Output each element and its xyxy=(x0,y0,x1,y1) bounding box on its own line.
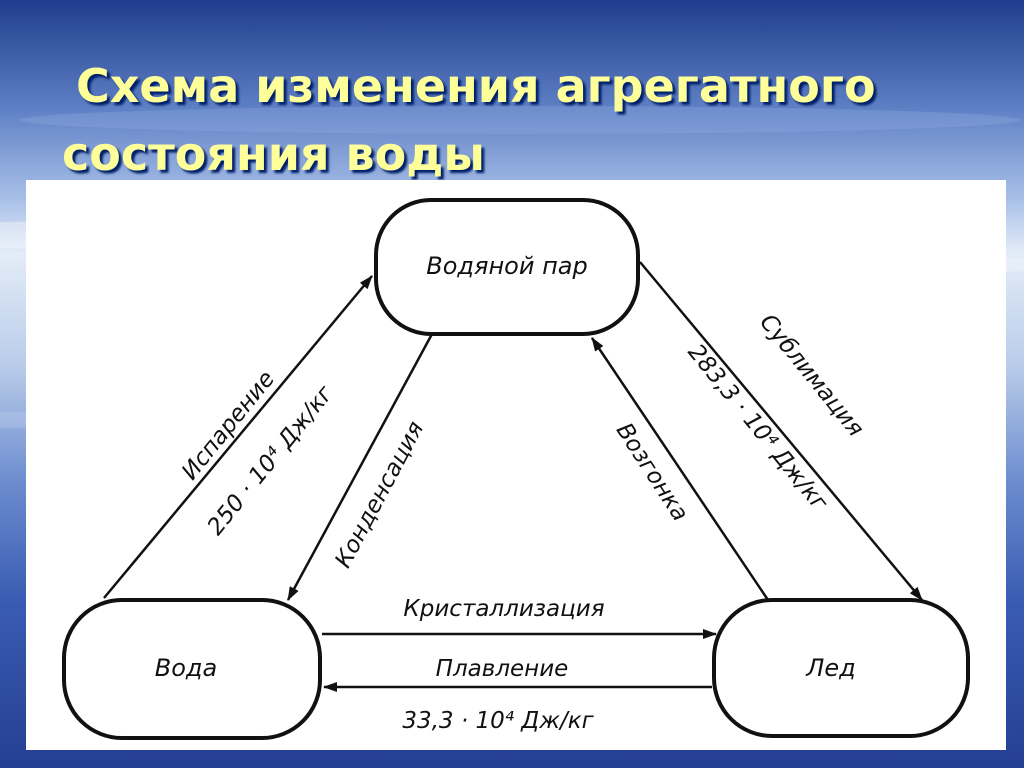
node-water: Вода xyxy=(62,598,322,740)
title-line-2: состояния воды xyxy=(62,127,485,181)
edge-crystallization-label: Кристаллизация xyxy=(403,596,604,622)
edge-melting-label: Плавление xyxy=(436,656,569,682)
node-vapor-label: Водяной пар xyxy=(426,252,587,280)
node-ice-label: Лед xyxy=(805,654,855,682)
title-line-1: Схема изменения агрегатного xyxy=(76,59,876,113)
edge-evaporation-energy: 250 · 10⁴ Дж/кг xyxy=(203,380,340,540)
edge-sublimation: Сублимация 283,3 · 10⁴ Дж/кг xyxy=(639,261,923,601)
node-water-label: Вода xyxy=(155,654,217,682)
edge-melting-energy: 33,3 · 10⁴ Дж/кг xyxy=(402,708,594,734)
edge-sublimation-label: Сублимация xyxy=(754,309,868,442)
node-ice: Лед xyxy=(712,598,970,738)
edge-crystallization: Кристаллизация xyxy=(322,596,717,639)
page-title: Схема изменения агрегатного состояния во… xyxy=(62,52,962,188)
edge-evaporation: Испарение 250 · 10⁴ Дж/кг xyxy=(103,275,373,599)
node-vapor: Водяной пар xyxy=(374,198,640,336)
edge-melting: Плавление 33,3 · 10⁴ Дж/кг xyxy=(323,656,712,734)
phase-diagram: Водяной пар Вода Лед Испарение 250 · 10⁴… xyxy=(26,180,1006,750)
edge-condensation: Конденсация xyxy=(286,333,434,601)
edge-desublimation: Возгонка xyxy=(590,337,770,601)
